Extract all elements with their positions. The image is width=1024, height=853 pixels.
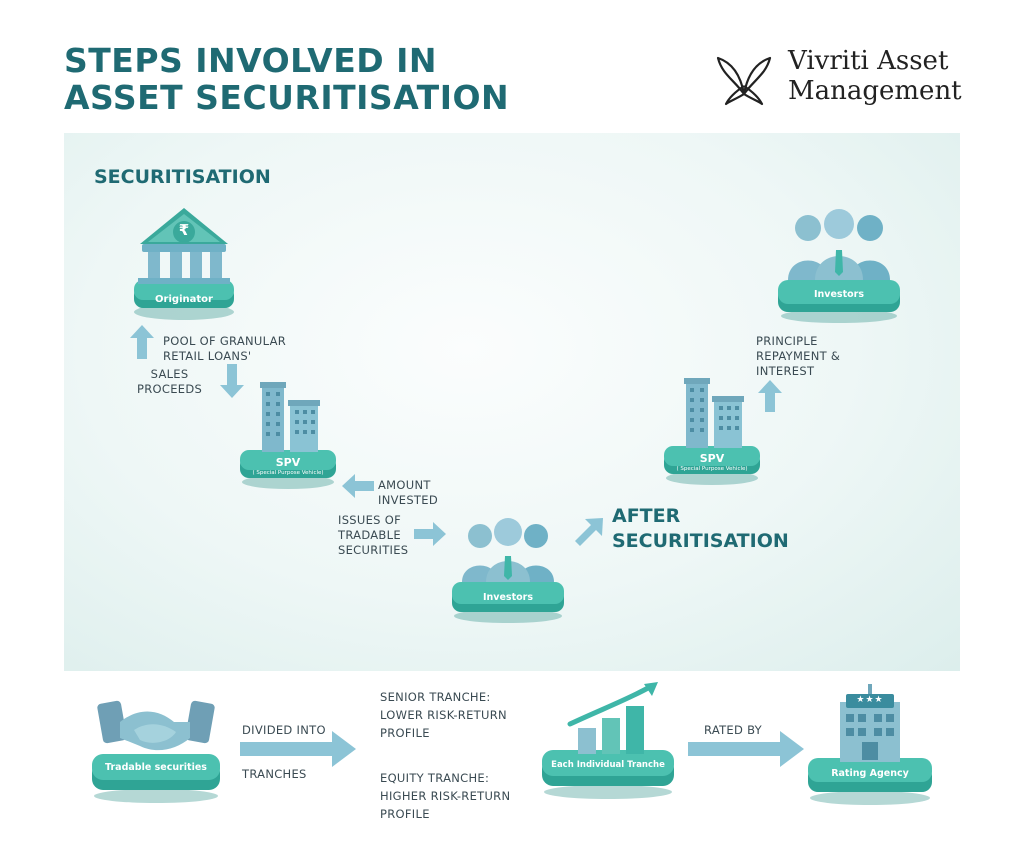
tranches-label: TRANCHES <box>242 767 307 781</box>
spv-right-label: SPV <box>699 452 725 465</box>
amount-line-1: AMOUNT <box>378 478 431 492</box>
rating-agency-label: Rating Agency <box>831 768 909 779</box>
tradable-securities-label: Tradable securities <box>105 762 207 773</box>
senior-line-3: PROFILE <box>380 726 430 740</box>
senior-tranche-label: SENIOR TRANCHE: LOWER RISK-RETURN PROFIL… <box>380 688 507 742</box>
arrow-rated-icon <box>688 731 804 767</box>
securitisation-heading: SECURITISATION <box>94 166 271 188</box>
investors-top-label: Investors <box>814 289 864 300</box>
arrow-right-icon <box>414 522 446 546</box>
sales-line-1: SALES <box>150 367 189 381</box>
originator-node: ₹ Originator <box>130 200 238 322</box>
spv-left-label: SPV <box>275 456 301 469</box>
principle-repayment-label: PRINCIPLE REPAYMENT & INTEREST <box>756 334 840 379</box>
rating-agency-node: ★★★ Rating Agency <box>806 680 934 806</box>
equity-tranche-label: EQUITY TRANCHE: HIGHER RISK-RETURN PROFI… <box>380 769 510 823</box>
issues-line-2: TRADABLE <box>338 528 401 542</box>
pool-label-line-2: RETAIL LOANS' <box>163 349 252 363</box>
arrow-left-icon <box>342 474 374 498</box>
page-title: STEPS INVOLVED IN ASSET SECURITISATION <box>64 42 509 116</box>
senior-line-2: LOWER RISK-RETURN <box>380 708 507 722</box>
principle-line-2: REPAYMENT & <box>756 349 841 363</box>
investors-center-node: Investors <box>450 516 566 624</box>
pool-label: POOL OF GRANULAR RETAIL LOANS' <box>163 334 286 364</box>
equity-line-2: HIGHER RISK-RETURN <box>380 789 511 803</box>
senior-line-1: SENIOR TRANCHE: <box>380 690 491 704</box>
divided-into-label: DIVIDED INTO <box>242 723 326 737</box>
arrow-up-right-icon <box>758 380 782 412</box>
arrow-down-icon <box>220 364 244 398</box>
title-line-2: ASSET SECURITISATION <box>64 78 510 117</box>
spv-right-node: SPV ( Special Purpose Vehicle) <box>662 372 762 486</box>
arrow-diagonal-icon <box>575 518 603 546</box>
originator-label: Originator <box>155 294 213 305</box>
rated-by-label: RATED BY <box>704 723 762 737</box>
tradable-securities-node: Tradable securities <box>90 692 222 804</box>
each-tranche-label: Each Individual Tranche <box>551 760 665 770</box>
investors-center-label: Investors <box>483 592 533 603</box>
issues-label: ISSUES OF TRADABLE SECURITIES <box>338 513 408 558</box>
principle-line-1: PRINCIPLE <box>756 334 818 348</box>
amount-invested-label: AMOUNT INVESTED <box>378 478 438 508</box>
star-rating-icon: ★★★ <box>856 695 884 705</box>
equity-line-1: EQUITY TRANCHE: <box>380 771 490 785</box>
equity-line-3: PROFILE <box>380 807 430 821</box>
pool-label-line-1: POOL OF GRANULAR <box>163 334 287 348</box>
after-securitisation-heading: AFTER SECURITISATION <box>612 504 789 554</box>
brand-logo: Vivriti Asset Management <box>716 46 976 110</box>
sales-proceeds-label: SALES PROCEEDS <box>137 367 202 397</box>
sales-line-2: PROCEEDS <box>137 382 203 396</box>
spv-right-sublabel: ( Special Purpose Vehicle) <box>676 466 748 472</box>
spv-left-node: SPV ( Special Purpose Vehicle) <box>238 376 338 490</box>
arrow-divided-icon <box>240 731 356 767</box>
issues-line-1: ISSUES OF <box>338 513 401 527</box>
title-line-1: STEPS INVOLVED IN <box>64 41 438 80</box>
brand-name: Vivriti Asset Management <box>788 46 962 106</box>
amount-line-2: INVESTED <box>378 493 438 507</box>
investors-top-node: Investors <box>776 208 902 324</box>
after-heading-line-2: SECURITISATION <box>612 530 789 552</box>
issues-line-3: SECURITIES <box>338 543 409 557</box>
arrow-up-icon <box>130 325 154 359</box>
butterfly-logo-icon <box>716 56 772 106</box>
each-tranche-node: Each Individual Tranche <box>540 680 676 800</box>
brand-name-line-1: Vivriti Asset <box>788 46 949 76</box>
brand-name-line-2: Management <box>788 76 962 106</box>
principle-line-3: INTEREST <box>756 364 815 378</box>
after-heading-line-1: AFTER <box>612 505 681 527</box>
rupee-icon: ₹ <box>178 221 190 239</box>
spv-left-sublabel: ( Special Purpose Vehicle) <box>252 470 324 476</box>
